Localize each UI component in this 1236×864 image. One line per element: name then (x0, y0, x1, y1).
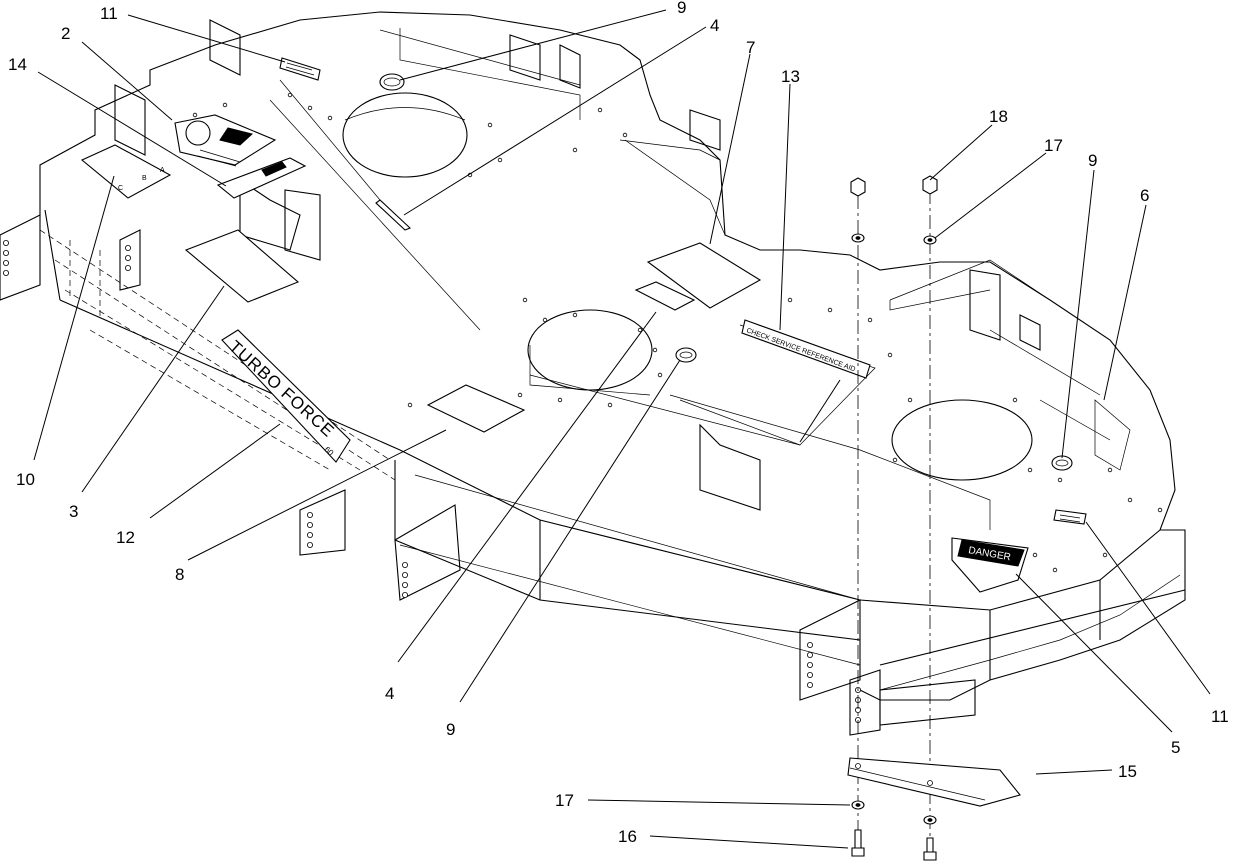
decal-3 (184, 229, 300, 303)
callout-12: 12 (116, 528, 135, 547)
decal-9-mid (675, 347, 697, 363)
callout-16: 16 (618, 827, 637, 846)
callout-10: 10 (16, 470, 35, 489)
decal-2 (174, 114, 277, 167)
decal-11-top (279, 57, 321, 81)
decal-9-right (1051, 455, 1073, 471)
callout-5: 5 (1171, 738, 1180, 757)
decal-10: C B A (80, 144, 172, 199)
check-service-text: CHECK SERVICE REFERENCE AID (745, 327, 856, 373)
mower-deck (0, 11, 1186, 736)
deck-holes (192, 92, 1163, 573)
callout-4-top: 4 (710, 16, 719, 35)
height-letter-b: B (142, 175, 147, 182)
callout-13: 13 (781, 67, 800, 86)
callout-11-top: 11 (100, 4, 118, 23)
decal-5-danger: DANGER (951, 537, 1029, 593)
decal-13-check-service: CHECK SERVICE REFERENCE AID (741, 319, 871, 379)
decal-4-mid (634, 281, 696, 311)
callout-17-bottom: 17 (555, 791, 574, 810)
height-letter-a: A (160, 167, 165, 174)
callout-14: 14 (8, 55, 27, 74)
hardware (847, 175, 1021, 861)
callout-4-bottom: 4 (385, 684, 394, 703)
callout-3: 3 (69, 502, 78, 521)
turbo-force-text: TURBO FORCE (225, 337, 338, 441)
callout-7: 7 (746, 38, 755, 57)
decal-11-right (1053, 509, 1087, 525)
callout-9-top: 9 (677, 0, 686, 17)
decal-7 (646, 242, 762, 309)
callout-18: 18 (989, 107, 1008, 126)
callout-2: 2 (61, 24, 70, 43)
decal-8 (426, 384, 526, 433)
callout-15: 15 (1118, 762, 1137, 781)
adjustment-holes (3, 239, 862, 724)
callout-17-top: 17 (1044, 136, 1063, 155)
leader-lines (33, 9, 1211, 849)
decal-9-top (379, 73, 405, 91)
callout-9-right: 9 (1088, 151, 1097, 170)
callout-6: 6 (1140, 186, 1149, 205)
callout-labels: 11 9 4 7 13 2 14 18 17 9 6 10 3 12 8 4 9… (8, 0, 1229, 846)
callout-8: 8 (175, 565, 184, 584)
height-letter-c: C (118, 185, 123, 192)
decal-12-turbo-force: TURBO FORCE 60 (221, 329, 351, 463)
callout-9-bottom: 9 (446, 720, 455, 739)
decal-14 (216, 157, 307, 199)
callout-11-right: 11 (1211, 707, 1229, 726)
